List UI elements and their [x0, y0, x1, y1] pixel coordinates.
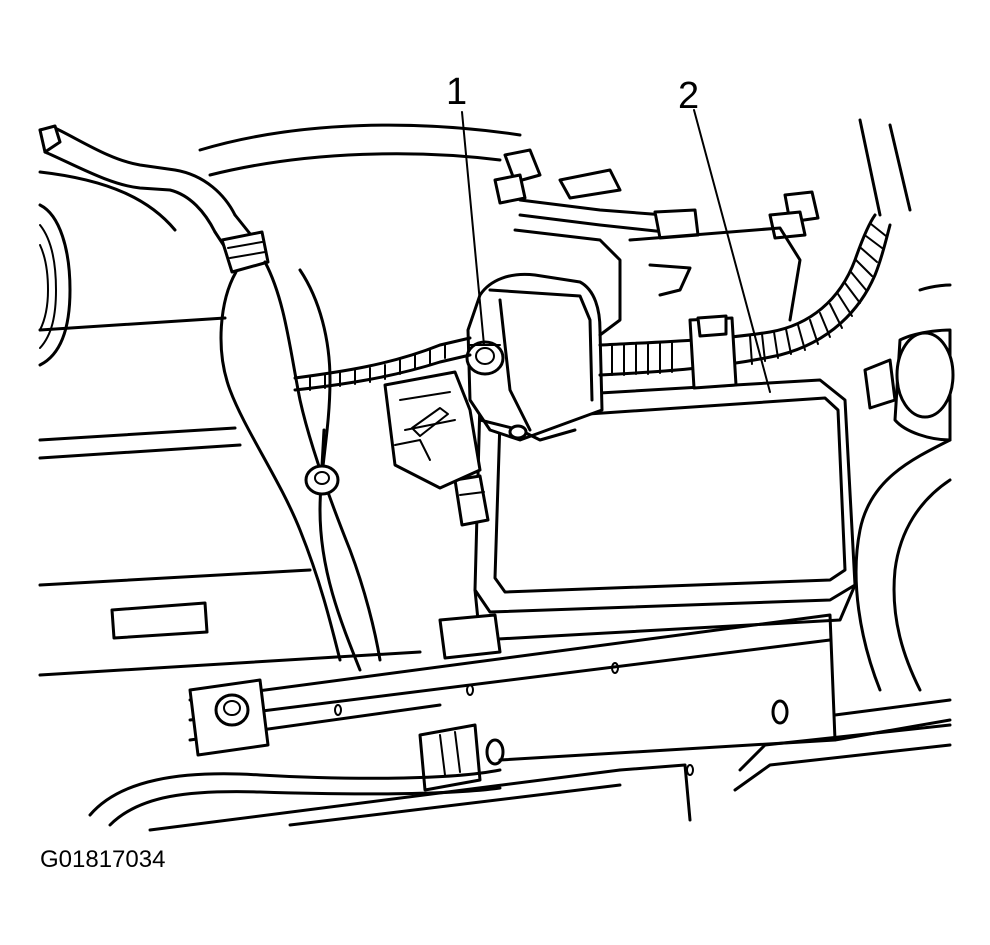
relay-bracket-bolt	[465, 340, 505, 376]
ground-stud	[304, 428, 340, 496]
air-intake	[854, 118, 955, 692]
callout-1-leader	[461, 111, 485, 346]
fuse-block	[453, 378, 857, 642]
left-body-panels	[38, 316, 422, 677]
figure-id: G01817034	[40, 846, 166, 873]
upper-connectors	[493, 148, 820, 337]
callout-2-leader	[693, 109, 771, 393]
left-fan-shroud	[38, 170, 177, 367]
relay-bracket	[383, 272, 604, 490]
wiring-harness	[293, 213, 892, 392]
callout-2-label: 2	[678, 75, 699, 117]
radiator-support	[188, 613, 952, 792]
lower-bumper	[88, 723, 952, 832]
callout-1-label: 1	[446, 71, 467, 113]
upper-radiator-hose	[38, 124, 382, 662]
